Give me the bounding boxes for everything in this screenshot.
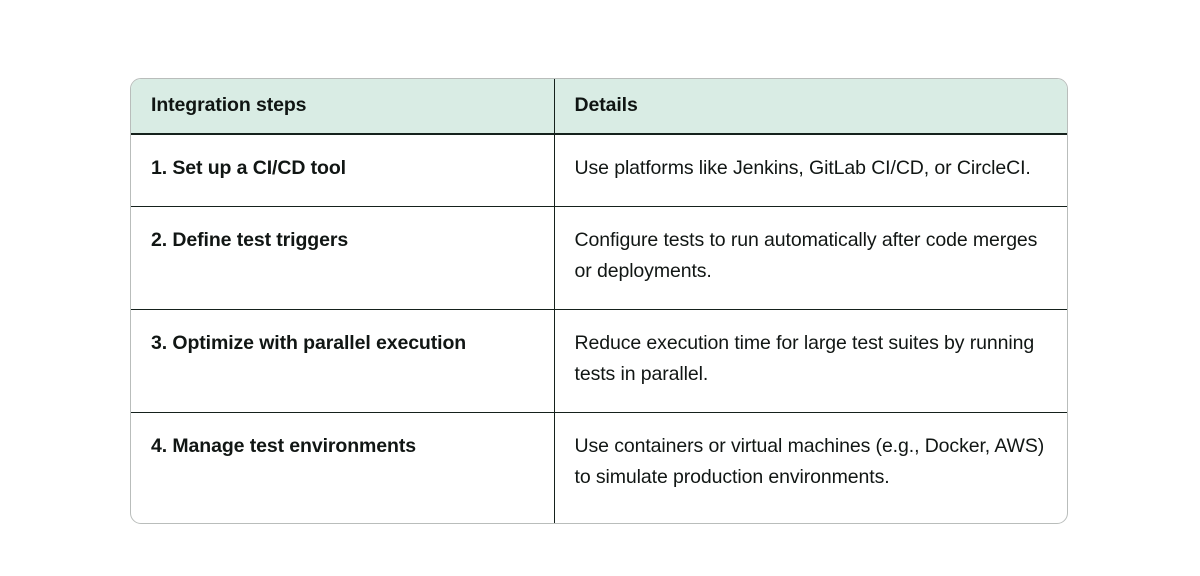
cell-detail-4: Use containers or virtual machines (e.g.… bbox=[553, 412, 1067, 523]
cell-step-3: 3. Optimize with parallel execution bbox=[131, 309, 554, 413]
table-header-row: Integration steps Details bbox=[131, 79, 1067, 135]
column-header-details: Details bbox=[553, 79, 1067, 135]
column-header-integration-steps: Integration steps bbox=[131, 79, 554, 135]
table-row: 4. Manage test environments Use containe… bbox=[131, 412, 1067, 523]
cell-step-4: 4. Manage test environments bbox=[151, 435, 416, 457]
table-row: 2. Define test triggers Configure tests … bbox=[131, 206, 1067, 310]
cell-step-2: 2. Define test triggers bbox=[131, 206, 554, 310]
cell-detail-3: Reduce execution time for large test sui… bbox=[553, 309, 1067, 413]
table-row: 3. Optimize with parallel execution Redu… bbox=[131, 309, 1067, 413]
table-body: 1. Set up a CI/CD tool Use platforms lik… bbox=[131, 134, 1067, 523]
cell-detail-1: Use platforms like Jenkins, GitLab CI/CD… bbox=[553, 134, 1067, 207]
integration-steps-table: Integration steps Details 1. Set up a CI… bbox=[130, 78, 1068, 524]
table: Integration steps Details 1. Set up a CI… bbox=[131, 79, 1067, 523]
table-row: 1. Set up a CI/CD tool Use platforms lik… bbox=[131, 134, 1067, 207]
table-header: Integration steps Details bbox=[131, 79, 1067, 135]
cell-detail-2: Configure tests to run automatically aft… bbox=[553, 206, 1067, 310]
cell-step-1: 1. Set up a CI/CD tool bbox=[131, 134, 554, 207]
